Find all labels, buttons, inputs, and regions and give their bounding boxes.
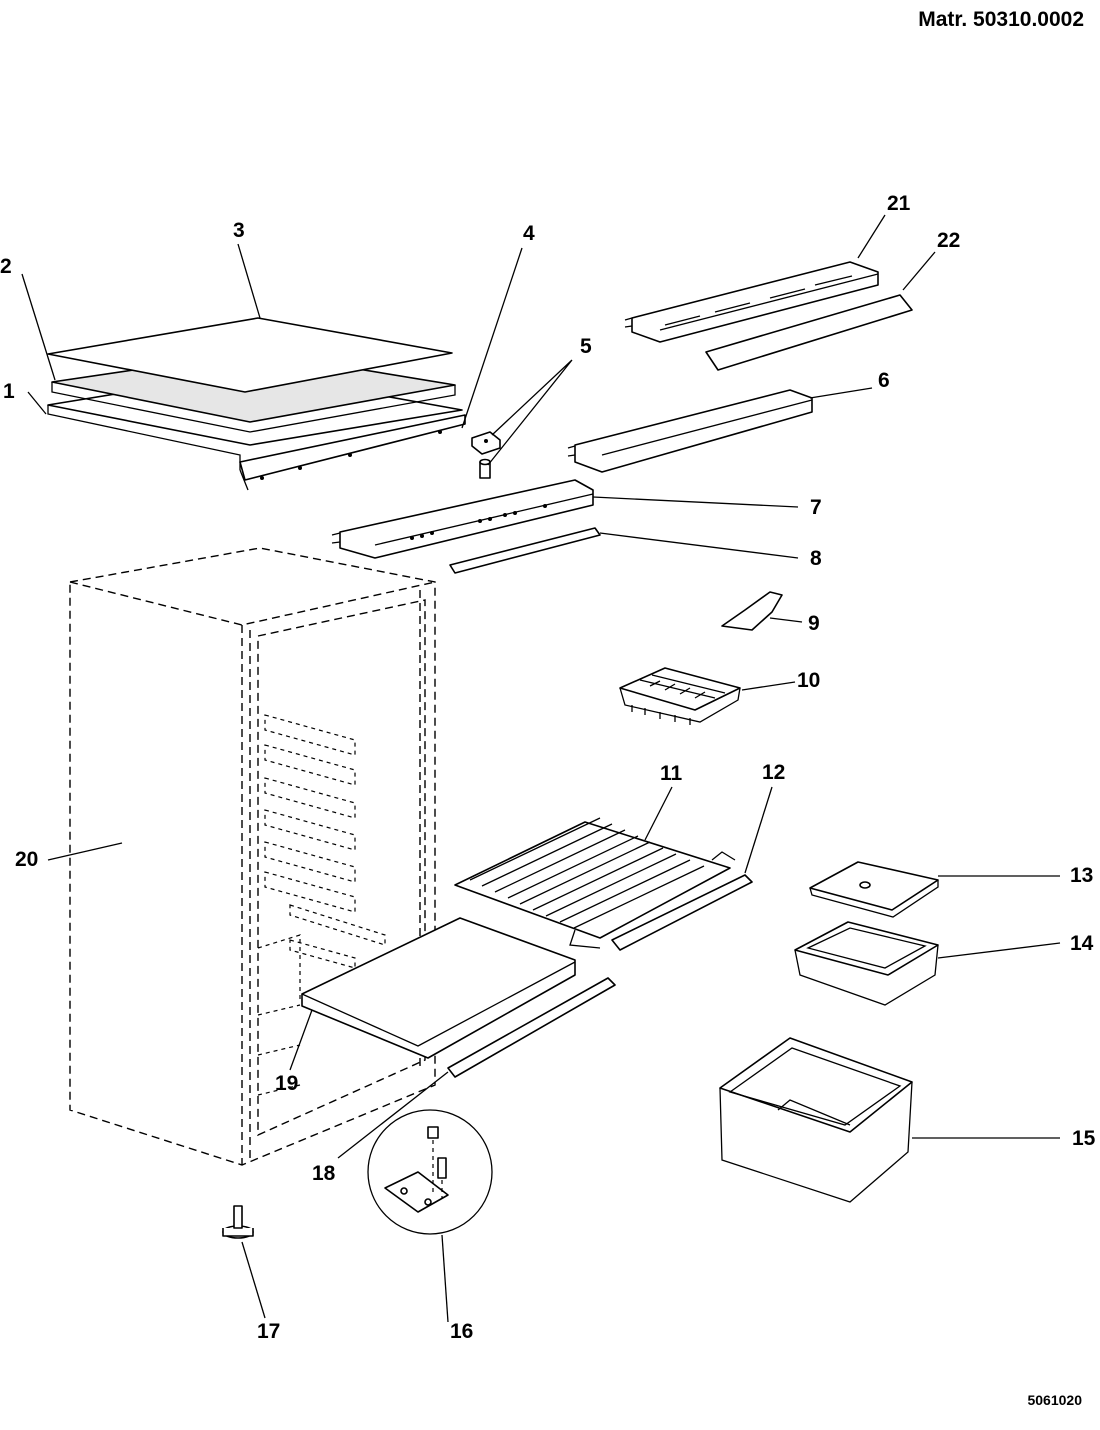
part-label-8: 8 xyxy=(810,547,822,570)
part-label-22: 22 xyxy=(937,229,960,252)
part-label-3: 3 xyxy=(233,219,245,242)
part-label-15: 15 xyxy=(1072,1127,1096,1150)
part-label-1: 1 xyxy=(3,380,15,403)
part-label-20: 20 xyxy=(15,848,38,871)
part-label-16: 16 xyxy=(450,1320,473,1343)
hinge-detail-part-16 xyxy=(367,1109,493,1235)
cabinet-outline xyxy=(69,547,436,1166)
drawing-code: 5061020 xyxy=(1027,1392,1082,1408)
part-label-21: 21 xyxy=(887,192,911,215)
leader-lines xyxy=(21,214,1061,1323)
part-label-7: 7 xyxy=(810,496,822,519)
ice-tray-part-10 xyxy=(619,667,741,725)
front-trim-part-18 xyxy=(447,977,616,1078)
part-label-2: 2 xyxy=(0,255,12,278)
part-label-6: 6 xyxy=(878,369,890,392)
shelf-cover-part-3 xyxy=(47,317,453,393)
wire-shelf-part-11 xyxy=(454,817,736,949)
part-label-9: 9 xyxy=(808,612,820,635)
trim-strip-part-8 xyxy=(449,527,601,574)
part-label-12: 12 xyxy=(762,761,785,784)
adjustable-foot-part-17 xyxy=(222,1205,254,1239)
crisper-drawer-part-15 xyxy=(719,1037,913,1203)
bushing-part-5 xyxy=(479,458,491,479)
hinge-bracket-part-4 xyxy=(471,431,501,455)
part-label-19: 19 xyxy=(275,1072,298,1095)
control-panel-part-7 xyxy=(331,479,594,559)
glass-shelf-part-19 xyxy=(301,917,576,1059)
part-label-5: 5 xyxy=(580,335,592,358)
part-label-18: 18 xyxy=(312,1162,336,1185)
shelf-strip-part-12 xyxy=(611,874,753,951)
part-label-4: 4 xyxy=(523,222,535,245)
ice-scraper-part-9 xyxy=(721,591,783,631)
part-label-10: 10 xyxy=(797,669,820,692)
light-cover-part-22 xyxy=(705,294,913,371)
part-label-11: 11 xyxy=(660,762,683,785)
storage-box-part-14 xyxy=(794,921,939,1006)
part-label-13: 13 xyxy=(1070,864,1093,887)
material-number: Matr. 50310.0002 xyxy=(918,8,1084,31)
box-lid-part-13 xyxy=(809,861,939,918)
part-label-17: 17 xyxy=(257,1320,280,1343)
door-rail-part-6 xyxy=(567,389,813,473)
part-label-14: 14 xyxy=(1070,932,1094,955)
light-housing-part-21 xyxy=(624,261,879,343)
